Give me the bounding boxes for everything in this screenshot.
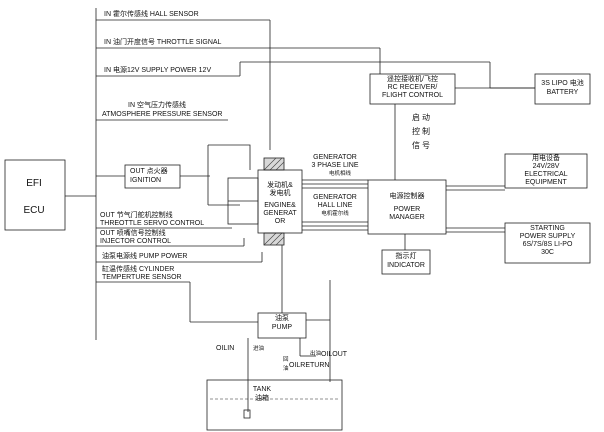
atmosphere-label-en: ATMOSPHERE PRESSURE SENSOR (102, 111, 223, 118)
autostart-char-1: 启 (412, 113, 420, 122)
oilreturn-cn1: 回 (283, 357, 289, 363)
autostart-char-5: 信 (412, 141, 420, 150)
rc-receiver-en2: FLIGHT CONTROL (382, 92, 443, 99)
throttle-signal-label: IN 油门开度信号 THROTTLE SIGNAL (104, 39, 222, 46)
indicator-en: INDICATOR (387, 262, 425, 269)
pump-en: PUMP (271, 324, 293, 331)
ecu-label-2: ECU (23, 205, 45, 216)
engine-en1: ENGINE& (264, 202, 296, 209)
electrical-box (504, 153, 588, 189)
oilout-label: OILOUT (321, 351, 348, 358)
electrical-cn: 用电设备 (532, 155, 560, 162)
throttle-servo-label: OUT 节气门舵机控制线 (100, 212, 173, 219)
engine-cn1: 发动机& (267, 182, 293, 189)
starting-box (504, 222, 591, 264)
engine-cn2: 发电机 (269, 190, 291, 197)
generator-hall-cn: 电机霍尔线 (321, 211, 349, 217)
indicator-cn: 指示灯 (395, 253, 417, 260)
electrical-en1: 24V/28V (532, 163, 560, 170)
rc-receiver-box (369, 73, 456, 105)
ignition-label-cn: OUT 点火器 (130, 168, 168, 175)
pump-cn: 油泵 (275, 315, 289, 322)
ecu-label-1: EFI (26, 178, 42, 189)
pump-power-label: 油泵电源线 PUMP POWER (102, 253, 188, 260)
hall-sensor-label: IN 霍尔传感线 HALL SENSOR (104, 11, 199, 18)
tank-box (206, 379, 343, 431)
cylinder-label-cn: 缸温传感线 CYLINDER (102, 266, 175, 273)
engine-en2: GENERAT (263, 210, 297, 217)
generator-hall-en1: GENERATOR (313, 194, 357, 201)
generator-phase-cn: 电机相线 (328, 171, 351, 177)
power-manager-cn: 电源控制器 (389, 193, 425, 200)
starting-en1: STARTING (530, 225, 565, 232)
electrical-en2: ELECTRICAL (524, 171, 568, 178)
throttle-servo-label-en: THREOTTLE SERVO CONTROL (100, 220, 205, 227)
generator-hall-en2: HALL LINE (317, 202, 353, 209)
ignition-label-en: IGNITION (130, 177, 162, 184)
battery-line2: BATTERY (546, 89, 579, 96)
atmosphere-label-cn: IN 空气压力传感线 (128, 102, 186, 109)
oilin-label: OILIN (216, 345, 235, 352)
rc-receiver-en1: RC RECEIVER/ (387, 84, 438, 91)
generator-phase-en1: GENERATOR (313, 154, 357, 161)
rc-receiver-cn: 遥控接收机/飞控 (387, 76, 438, 83)
battery-box (534, 73, 591, 105)
starting-en2: POWER SUPPLY (519, 233, 576, 240)
oilreturn-cn2: 油 (283, 366, 289, 372)
power-manager-en2: MANAGER (389, 214, 425, 221)
engine-en3: OR (274, 218, 286, 225)
autostart-char-3: 控 (412, 127, 420, 136)
battery-line1: 3S LIPO 电池 (541, 80, 584, 87)
injector-label-en: INJECTOR CONTROL (100, 238, 172, 245)
oilreturn-label: OILRETURN (289, 362, 330, 369)
tank-en: TANK (252, 386, 272, 393)
ecu-box (4, 159, 66, 231)
generator-phase-en2: 3 PHASE LINE (311, 162, 359, 169)
injector-label-cn: OUT 喷嘴信号控制线 (100, 230, 166, 237)
electrical-en3: EQUIPMENT (525, 179, 567, 186)
starting-en3: 6S/7S/8S LI-PO (522, 241, 573, 248)
oilout-cn: 出油 (310, 351, 322, 357)
ignition-box (124, 164, 181, 189)
autostart-char-4: 制 (422, 127, 430, 136)
power-manager-en1: POWER (393, 206, 421, 213)
power-manager-box (367, 179, 447, 235)
starting-en4: 30C (541, 249, 554, 256)
oilin-cn: 进油 (253, 346, 265, 352)
autostart-char-6: 号 (422, 141, 430, 150)
supply-power-label: IN 电源12V SUPPLY POWER 12V (104, 67, 212, 74)
tank-cn: 油箱 (255, 395, 269, 402)
cylinder-label-en: TEMPERTURE SENSOR (102, 274, 182, 281)
autostart-char-2: 动 (422, 113, 430, 122)
indicator-box (381, 249, 431, 275)
